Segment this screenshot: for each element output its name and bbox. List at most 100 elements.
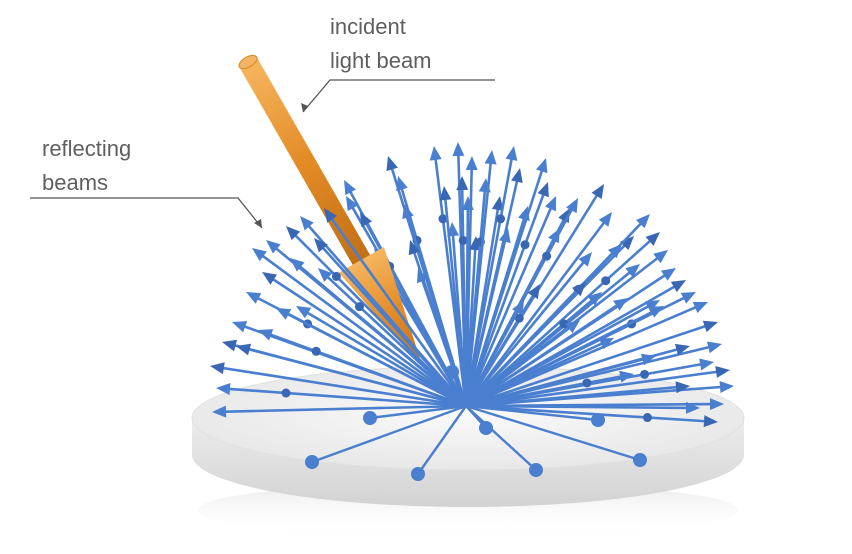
reflected-ray-head <box>640 353 656 366</box>
reflected-ray-shaft <box>464 155 514 407</box>
surface-ray-dot <box>411 405 467 481</box>
reflected-ray-head <box>469 236 482 251</box>
reflected-ray-head <box>703 415 718 428</box>
reflected-ray-arrow-icon <box>465 404 718 428</box>
reflected-ray-shaft <box>324 273 467 407</box>
reflected-ray-shaft <box>420 277 468 407</box>
reflected-ray-arrow-icon <box>286 226 467 407</box>
reflected-ray-head <box>566 198 578 214</box>
surface-ray-dot <box>465 404 647 467</box>
reflected-ray-end-dot <box>331 271 341 281</box>
reflected-ray-shaft <box>245 347 467 408</box>
reflected-ray-head <box>456 176 469 191</box>
reflected-ray-head <box>537 182 549 198</box>
reflected-ray-head <box>505 146 518 161</box>
reflected-ray-head <box>598 212 612 227</box>
reflected-ray-head <box>565 320 580 334</box>
reflected-ray-head <box>699 358 714 371</box>
reflected-ray-head <box>318 268 333 282</box>
reflected-ray-arrow-icon <box>464 150 497 407</box>
surface-ray-end-dot <box>445 365 459 379</box>
reflected-ray-head <box>702 320 718 333</box>
surface-ray-shaft <box>369 404 467 420</box>
incident-leader-line <box>302 79 495 113</box>
reflected-ray-head <box>709 398 724 411</box>
reflected-ray-head <box>491 196 504 211</box>
reflected-ray-shaft <box>465 323 709 408</box>
reflected-ray-head <box>465 156 478 171</box>
reflecting-leader-arrow <box>254 219 262 228</box>
reflected-ray-head <box>232 321 248 333</box>
reflected-ray-head <box>675 381 690 394</box>
surface-ray-dot <box>465 405 543 477</box>
reflected-ray-head <box>535 158 548 174</box>
reflected-ray-shaft <box>465 374 625 408</box>
reflected-ray-shaft <box>451 231 468 407</box>
reflected-ray-arrow-icon <box>465 353 656 408</box>
reflected-ray-shaft <box>465 357 647 408</box>
reflected-ray-head <box>290 258 305 272</box>
reflected-ray-head <box>653 250 668 264</box>
reflected-ray-arrow-icon <box>252 248 467 408</box>
surface-ray-dot <box>363 404 467 425</box>
reflected-ray-shaft <box>225 387 467 408</box>
reflected-ray-head <box>344 180 356 196</box>
reflected-ray-head <box>619 236 634 251</box>
reflected-ray-head <box>613 298 628 311</box>
reflected-ray-shaft <box>465 404 691 410</box>
reflected-ray-shaft <box>465 237 654 407</box>
reflected-ray-head <box>276 308 292 320</box>
reflected-ray-head <box>527 284 540 300</box>
reflected-ray-head <box>236 343 252 356</box>
surface-ray-end-dot <box>363 411 377 425</box>
reflected-ray-head <box>408 240 421 256</box>
reflected-ray-shaft <box>296 263 467 407</box>
reflected-ray-arrow-icon <box>258 329 467 408</box>
reflected-ray-arrow-icon <box>296 306 467 408</box>
reflected-ray-head <box>544 196 556 212</box>
reflected-ray-head <box>300 216 314 231</box>
incident-leader-arrow <box>301 103 308 112</box>
reflected-ray-arrow-icon <box>447 222 468 407</box>
diagram-labels: incident light beam reflecting beams <box>30 14 495 229</box>
reflected-ray-shaft <box>465 288 580 407</box>
surface-ray-end-dot <box>633 453 647 467</box>
reflecting-label-line2: beams <box>42 170 108 195</box>
reflected-ray-head <box>619 370 634 383</box>
reflected-ray-arrow-icon <box>236 343 467 408</box>
reflected-ray-shaft <box>269 276 467 408</box>
reflected-ray-head <box>314 238 328 253</box>
reflected-ray-head <box>447 222 460 237</box>
reflected-ray-head <box>452 142 465 157</box>
reflected-ray-arrow-icon <box>464 156 478 407</box>
reflected-ray-head <box>674 343 690 356</box>
surface-ray-end-dot <box>305 455 319 469</box>
reflected-ray-head <box>587 292 602 306</box>
reflected-ray-arrow-icon <box>464 168 523 407</box>
reflected-ray-end-dot <box>496 214 506 224</box>
surface-ray-shaft <box>311 404 467 464</box>
reflected-ray-head <box>685 401 700 414</box>
reflected-ray-shaft <box>465 297 596 407</box>
reflected-ray-head <box>439 186 452 201</box>
reflected-ray-head <box>360 212 372 228</box>
reflected-ray-arrow-icon <box>314 238 467 407</box>
reflected-ray-head <box>635 214 650 229</box>
surface-ray-dot <box>445 365 468 407</box>
reflected-ray-arrow-icon <box>465 282 586 407</box>
reflected-ray-shaft <box>221 404 467 414</box>
reflected-ray-arrow-icon <box>465 292 602 407</box>
surface-ray-dot <box>305 404 467 469</box>
reflected-ray-arrow-icon <box>324 208 468 407</box>
reflected-ray-head <box>346 196 359 212</box>
reflected-ray-head <box>706 341 722 354</box>
reflected-ray-shaft <box>464 204 554 407</box>
reflected-ray-end-dot <box>354 302 364 312</box>
reflected-ray-head <box>222 339 238 352</box>
reflected-ray-arrow-icon <box>464 158 548 407</box>
reflected-ray-shaft <box>319 244 467 407</box>
reflected-ray-shaft <box>464 190 546 407</box>
reflected-ray-head <box>262 272 277 285</box>
reflecting-label-line1: reflecting <box>42 136 131 161</box>
